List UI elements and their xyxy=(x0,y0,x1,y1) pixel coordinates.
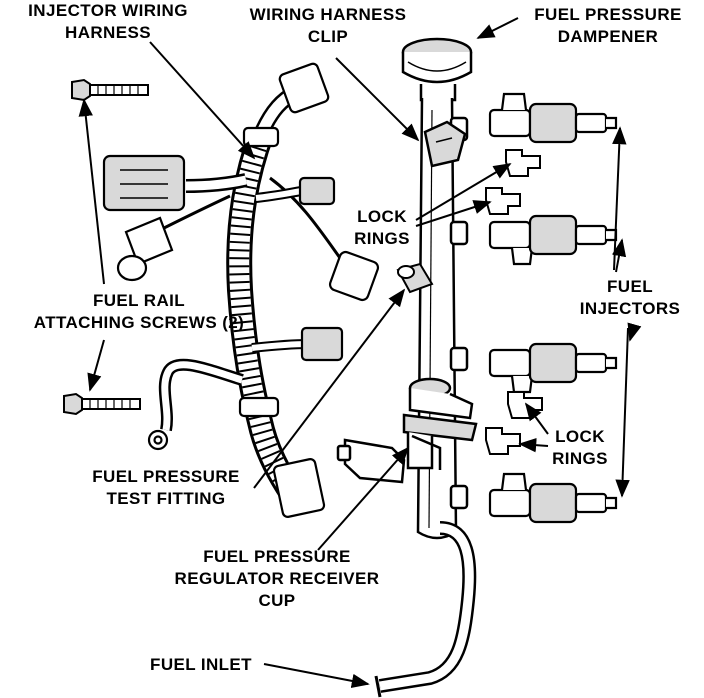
leader-fuel-injectors-b xyxy=(611,238,627,273)
harness-connector xyxy=(300,326,344,362)
label-fuel-pressure-test-fitting: FUEL PRESSURE TEST FITTING xyxy=(78,466,254,510)
leader-fuel-injectors-a xyxy=(612,126,627,271)
leader-lock-rings-lower-b xyxy=(518,437,549,453)
lock-ring xyxy=(507,391,543,419)
leader-injector-wiring-harness xyxy=(149,41,256,160)
label-line: LOCK xyxy=(555,427,605,446)
harness-sleeve xyxy=(238,396,280,418)
lock-ring xyxy=(485,187,521,215)
fuel-pressure-test-fitting-part xyxy=(396,262,434,294)
label-line: FUEL INLET xyxy=(150,655,252,674)
label-line: INJECTORS xyxy=(579,299,681,318)
label-line: LOCK xyxy=(357,207,407,226)
label-line: CLIP xyxy=(307,27,349,46)
label-line: FUEL PRESSURE xyxy=(203,547,351,566)
label-line: CUP xyxy=(258,591,296,610)
label-line: FUEL xyxy=(607,277,653,296)
fuel-injector-1 xyxy=(488,92,618,144)
leader-lock-rings-upper-b xyxy=(415,200,492,227)
fuel-inlet-hose xyxy=(374,521,477,698)
label-line: FUEL RAIL xyxy=(92,291,186,310)
harness-connector xyxy=(298,176,336,206)
wiring-harness-clip-part xyxy=(423,120,467,168)
harness-connectors xyxy=(102,62,380,518)
label-fuel-inlet: FUEL INLET xyxy=(138,654,264,676)
label-line: DAMPENER xyxy=(557,27,659,46)
fuel-injector-4 xyxy=(488,472,618,524)
fuel-injector-group xyxy=(488,92,618,524)
harness-connector xyxy=(328,250,380,302)
rail-outlet xyxy=(449,220,469,246)
fuel-rail-screw-parts xyxy=(63,78,149,416)
label-line: WIRING HARNESS xyxy=(249,5,407,24)
label-fuel-pressure-dampener: FUEL PRESSURE DAMPENER xyxy=(520,4,696,48)
label-line: REGULATOR RECEIVER xyxy=(174,569,380,588)
leader-lock-rings-lower-a xyxy=(524,402,549,435)
label-line: INJECTOR WIRING xyxy=(28,1,188,20)
label-line: RINGS xyxy=(552,449,608,468)
leader-fuel-inlet xyxy=(263,663,370,689)
label-fuel-pressure-regulator-receiver-cup: FUEL PRESSURE REGULATOR RECEIVER CUP xyxy=(168,546,386,612)
label-line: TEST FITTING xyxy=(106,489,226,508)
label-line: RINGS xyxy=(354,229,410,248)
attaching-screw-upper xyxy=(71,78,149,102)
leader-attaching-screw-upper xyxy=(78,98,105,285)
label-lock-rings-lower: LOCK RINGS xyxy=(542,426,618,470)
fuel-rail xyxy=(336,37,478,540)
label-line: FUEL PRESSURE xyxy=(92,467,240,486)
label-fuel-injectors: FUEL INJECTORS xyxy=(564,276,696,320)
lock-ring xyxy=(485,427,521,455)
lock-ring-parts xyxy=(485,149,543,455)
label-fuel-rail-attaching-screws: FUEL RAIL ATTACHING SCREWS (2) xyxy=(0,290,278,334)
harness-sleeve xyxy=(242,126,280,148)
rail-bracket xyxy=(343,438,406,484)
leader-test-fitting xyxy=(253,288,406,489)
rail-outlet xyxy=(449,484,469,510)
rail-outlet xyxy=(449,346,469,372)
leader-wiring-harness-clip xyxy=(335,57,420,142)
regulator-receiver-cup-part xyxy=(402,377,478,470)
leader-regulator-receiver-cup xyxy=(317,446,410,551)
harness-connector xyxy=(272,458,326,518)
leader-lines xyxy=(78,17,642,689)
label-line: HARNESS xyxy=(65,23,151,42)
attaching-screw-lower xyxy=(63,392,141,416)
fuel-pressure-dampener-part xyxy=(401,37,473,102)
label-wiring-harness-clip: WIRING HARNESS CLIP xyxy=(228,4,428,48)
leader-lock-rings-upper-a xyxy=(415,163,512,221)
leader-attaching-screw-lower xyxy=(87,339,105,392)
ground-ring-terminal xyxy=(147,429,169,451)
leader-fuel-injectors-d xyxy=(615,327,630,498)
label-lock-rings-upper: LOCK RINGS xyxy=(344,206,420,250)
leader-fuel-injectors-c xyxy=(627,322,642,342)
lock-ring xyxy=(505,149,541,177)
label-line: ATTACHING SCREWS (2) xyxy=(33,313,245,332)
label-injector-wiring-harness: INJECTOR WIRING HARNESS xyxy=(0,0,216,44)
label-line: FUEL PRESSURE xyxy=(534,5,682,24)
harness-connector xyxy=(278,62,330,114)
harness-connector-large xyxy=(102,154,186,212)
harness-round-plug xyxy=(116,216,174,282)
leader-fuel-pressure-dampener xyxy=(476,17,519,39)
fuel-injector-2 xyxy=(488,214,618,266)
fuel-injector-3 xyxy=(488,342,618,394)
